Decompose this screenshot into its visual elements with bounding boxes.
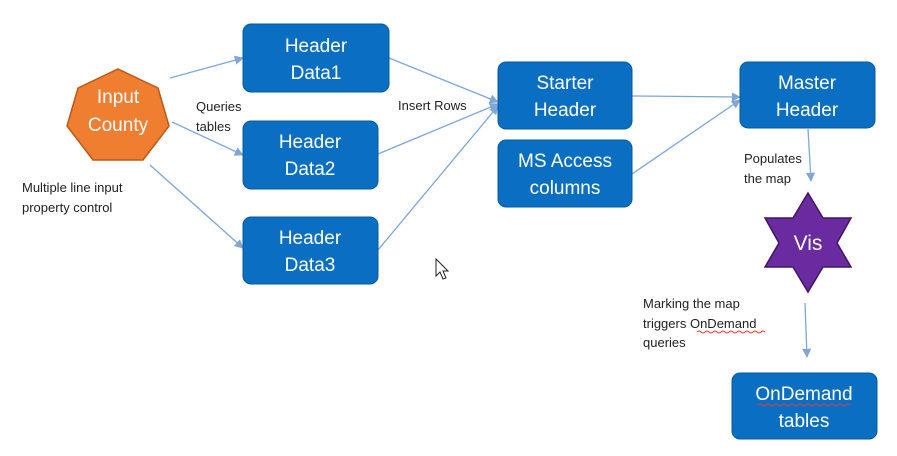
header-data2-line2: Data2 (285, 159, 336, 180)
starter-header-node: Starter Header (497, 61, 633, 130)
arrow-master-to-vis (805, 128, 816, 182)
queries-tables-line1: Queries (196, 99, 242, 114)
mouse-cursor-icon (435, 257, 450, 280)
header-data1-line1: Header (285, 36, 348, 57)
arrow-data1-to-starter (388, 57, 499, 104)
ondemand-line1: OnDemand (755, 384, 852, 405)
marking-line2: triggers OnDemand (643, 316, 756, 331)
marking-line3: queries (643, 335, 686, 350)
input-county-node: Input County (66, 68, 170, 161)
annotations: Multiple line input property control Que… (22, 98, 802, 350)
populates-line1: Populates (744, 151, 802, 166)
starter-header-line2: Header (534, 100, 597, 121)
arrow-starter-to-master (631, 92, 741, 102)
heptagon-shape (66, 68, 170, 161)
marking-line1: Marking the map (643, 296, 740, 311)
header-data2-node: Header Data2 (242, 120, 379, 190)
insert-rows-label: Insert Rows (398, 98, 467, 113)
arrow-input-to-data1 (169, 55, 244, 79)
input-county-line1: Input (97, 87, 140, 108)
connectors (149, 55, 816, 358)
six-point-star-shape (763, 191, 853, 294)
arrow-data3-to-starter (377, 105, 499, 251)
vis-node: Vis (763, 191, 853, 294)
queries-tables-line2: tables (196, 119, 231, 134)
arrow-data2-to-starter (377, 102, 499, 155)
header-data1-line2: Data1 (291, 63, 342, 84)
populates-line2: the map (744, 171, 791, 186)
header-data3-node: Header Data3 (242, 216, 379, 285)
arrow-input-to-data2 (171, 121, 244, 156)
starter-header-line1: Starter (536, 73, 594, 94)
arrow-input-to-data3 (149, 164, 244, 249)
ondemand-tables-node: OnDemand tables (731, 372, 878, 440)
ms-access-line2: columns (530, 178, 601, 199)
multiple-line-note-line1: Multiple line input (22, 180, 123, 195)
ms-access-line1: MS Access (518, 151, 612, 172)
arrow-msaccess-to-master (631, 99, 741, 175)
header-data2-line1: Header (279, 132, 342, 153)
marking-spellcheck-underline (696, 330, 766, 334)
master-header-node: Master Header (739, 61, 876, 129)
ms-access-columns-node: MS Access columns (497, 139, 633, 208)
input-county-line2: County (88, 115, 149, 136)
header-data1-node: Header Data1 (242, 23, 390, 93)
header-data3-line2: Data3 (285, 255, 336, 276)
ondemand-spellcheck-underline (757, 403, 851, 407)
master-header-line1: Master (778, 73, 837, 94)
header-data3-line1: Header (279, 228, 342, 249)
arrow-vis-to-ondemand (802, 302, 812, 358)
multiple-line-note-line2: property control (22, 200, 112, 215)
vis-label: Vis (794, 232, 823, 255)
master-header-line2: Header (776, 100, 839, 121)
ondemand-line2: tables (779, 411, 830, 432)
